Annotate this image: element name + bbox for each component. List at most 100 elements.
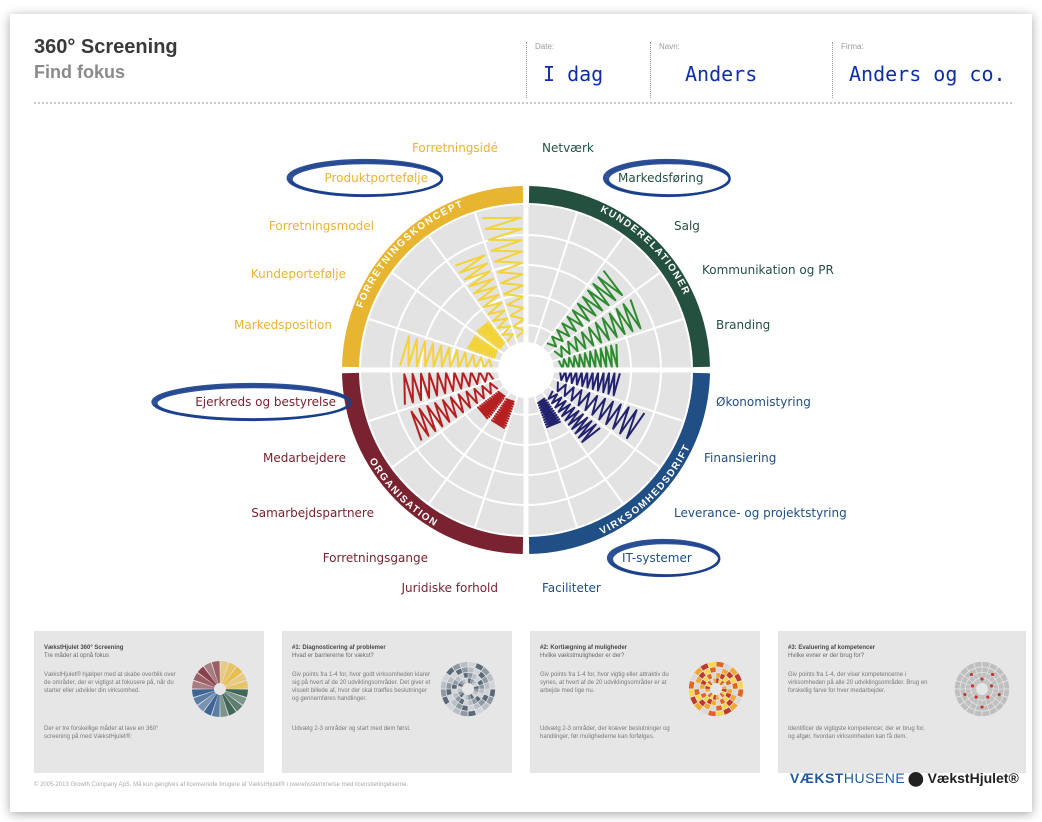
thumb-cell xyxy=(450,699,458,707)
growth-area-label[interactable]: Finansiering xyxy=(704,451,776,465)
growth-area-label[interactable]: Forretningsmodel xyxy=(269,219,374,233)
name-value[interactable]: Anders xyxy=(685,62,758,86)
thumb-cell xyxy=(721,685,727,689)
thumb-cell xyxy=(700,692,707,699)
company-field[interactable]: Firma: Anders og co. xyxy=(832,42,1013,98)
thumb-cell xyxy=(973,680,979,686)
thumb-cell xyxy=(446,702,455,711)
growth-area-label[interactable]: Medarbejdere xyxy=(263,451,346,465)
thumb-cell xyxy=(464,694,468,700)
growth-area-label[interactable]: Ejerkreds og bestyrelse xyxy=(195,395,336,409)
thumb-cell xyxy=(975,705,982,711)
growth-area-label[interactable]: Kommunikation og PR xyxy=(702,263,834,277)
thumb-cell xyxy=(474,695,481,702)
wheel-thumbnail-heat-icon xyxy=(688,661,744,717)
vaeksthjulet-logo[interactable]: ⬤ VækstHjulet® xyxy=(908,770,1019,787)
thumb-cell xyxy=(954,681,961,689)
thumb-cell xyxy=(956,696,964,705)
footer-panel-diagnosis: #1: Diagnosticering af problemer Hvad er… xyxy=(282,631,512,773)
growth-area-label[interactable]: Produktportefølje xyxy=(324,171,428,185)
growth-area-label[interactable]: Juridiske forhold xyxy=(400,581,498,595)
wheel-spoke xyxy=(474,212,519,344)
thumb-cell xyxy=(961,676,969,684)
thumb-dot xyxy=(970,684,975,688)
copyright-text: © 2005-2013 Growth Company ApS. Må kun g… xyxy=(34,782,409,788)
score-scribble xyxy=(476,321,506,350)
thumb-cell xyxy=(468,699,473,706)
thumb-cell xyxy=(703,695,710,702)
thumb-cell xyxy=(995,676,1003,684)
growth-area-label[interactable]: Kundeportefølje xyxy=(251,267,346,281)
thumb-cell xyxy=(985,692,991,698)
thumb-cell xyxy=(719,692,725,698)
panel-body-2: Udvælg 2-3 områder og start med dem førs… xyxy=(292,726,411,732)
thumb-dot xyxy=(989,684,994,688)
thumb-wedge xyxy=(193,672,216,688)
thumb-wedge xyxy=(197,666,217,686)
thumb-cell xyxy=(709,667,716,673)
score-scribble xyxy=(399,335,493,370)
thumb-cell xyxy=(690,673,698,682)
thumb-cell xyxy=(458,698,465,705)
growth-area-label[interactable]: Forretningsidé xyxy=(412,141,498,155)
thumb-cell xyxy=(971,689,977,693)
date-value[interactable]: I dag xyxy=(543,62,604,86)
thumb-cell xyxy=(481,702,490,711)
thumb-cell xyxy=(986,690,993,696)
growth-area-label[interactable]: Netværk xyxy=(542,141,594,155)
thumb-cell xyxy=(720,682,727,688)
growth-area-label[interactable]: Økonomistyring xyxy=(716,395,811,409)
thumb-wedge xyxy=(192,680,215,689)
thumb-cell xyxy=(985,673,992,680)
thumb-cell xyxy=(468,678,472,684)
wheel-spoke xyxy=(541,235,624,348)
vaeksthusene-logo[interactable]: VÆKSTHUSENE xyxy=(790,770,905,786)
thumb-cell xyxy=(971,690,978,696)
thumb-cell xyxy=(712,678,716,684)
thumb-cell xyxy=(440,681,447,689)
thumb-cell xyxy=(975,667,982,673)
wheel-spoke xyxy=(428,235,511,348)
thumb-cell xyxy=(972,698,979,705)
thumb-cell xyxy=(478,684,485,689)
thumb-cell xyxy=(992,684,999,689)
growth-area-label[interactable]: Forretningsgange xyxy=(323,551,428,565)
wheel-spoke xyxy=(548,272,661,355)
thumb-cell xyxy=(729,676,737,684)
growth-area-label[interactable]: IT-systemer xyxy=(622,551,692,565)
logo-text: VækstHjulet® xyxy=(927,770,1019,786)
thumb-cell xyxy=(706,673,713,680)
thumb-cell xyxy=(982,667,989,673)
company-value[interactable]: Anders og co. xyxy=(849,62,1006,86)
panel-heading: #2: Kortlægning af muligheder xyxy=(540,645,628,651)
thumb-cell xyxy=(737,689,744,697)
thumb-cell xyxy=(982,661,990,668)
footer-panel-opportunities: #2: Kortlægning af muligheder Hvilke væk… xyxy=(530,631,760,773)
growth-area-label[interactable]: Faciliteter xyxy=(542,581,601,595)
thumb-cell xyxy=(726,671,734,679)
growth-area-label[interactable]: Leverance- og projektstyring xyxy=(674,506,847,520)
date-field[interactable]: Date: I dag xyxy=(526,42,657,98)
thumb-cell xyxy=(716,699,721,706)
thumb-cell xyxy=(729,694,737,702)
thumb-cell xyxy=(473,689,479,693)
section-band xyxy=(342,186,524,368)
thumb-cell xyxy=(998,682,1004,689)
thumb-cell xyxy=(725,692,732,699)
growth-area-label[interactable]: Salg xyxy=(674,219,700,233)
thumb-cell xyxy=(695,676,703,684)
thumb-cell xyxy=(703,702,711,710)
thumb-cell xyxy=(721,689,727,693)
thumb-cell xyxy=(961,694,969,702)
growth-area-label[interactable]: Markedsføring xyxy=(618,171,703,185)
growth-area-label[interactable]: Samarbejdspartnere xyxy=(251,506,374,520)
thumb-cell xyxy=(708,710,716,717)
thumb-cell xyxy=(473,685,479,689)
growth-area-label[interactable]: Markedsposition xyxy=(234,318,332,332)
thumb-cell xyxy=(477,692,484,699)
thumb-cell xyxy=(473,702,481,710)
thumb-cell xyxy=(489,681,496,689)
name-field[interactable]: Navn: Anders xyxy=(650,42,831,98)
thumb-cell xyxy=(709,678,715,685)
growth-area-label[interactable]: Branding xyxy=(716,318,770,332)
